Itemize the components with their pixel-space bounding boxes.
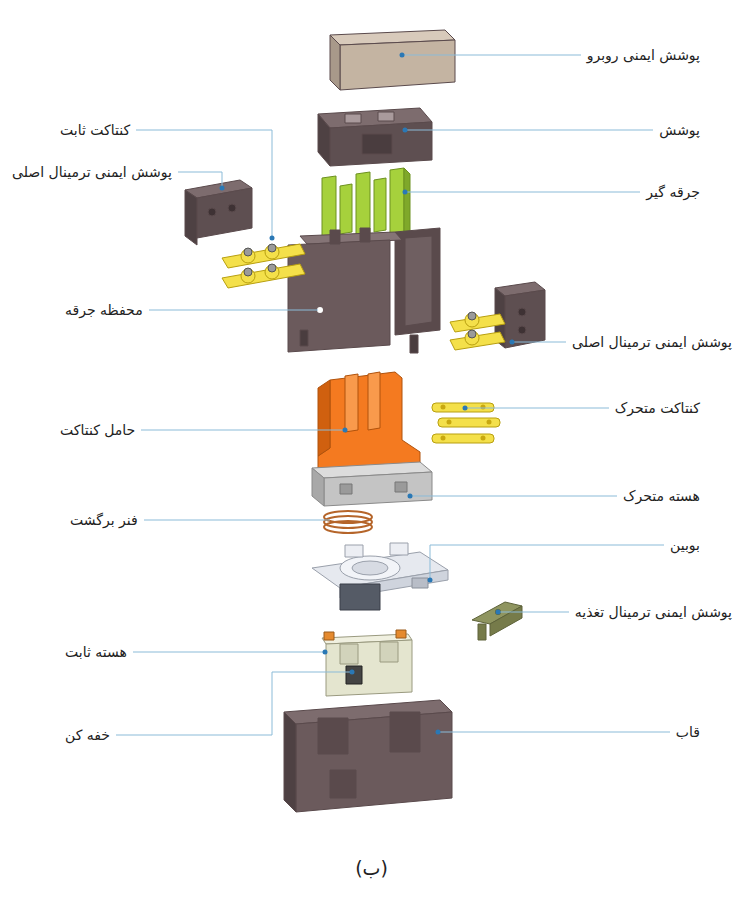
part-label: کنتاکت متحرک bbox=[615, 399, 700, 417]
part-label: پوشش ایمنی ترمینال اصلی bbox=[12, 163, 172, 181]
part-label: هسته ثابت bbox=[65, 643, 127, 661]
part-label: بوبین bbox=[670, 536, 700, 554]
part-label: فنر برگشت bbox=[70, 511, 138, 529]
part-label: کنتاکت ثابت bbox=[60, 121, 130, 139]
part-label: حامل کنتاکت bbox=[60, 421, 135, 439]
part-label: جرقه گیر bbox=[646, 183, 700, 201]
part-label: هسته متحرک bbox=[623, 487, 700, 505]
part-label: قاب bbox=[676, 723, 700, 741]
part-label: خفه کن bbox=[65, 726, 110, 744]
part-label: پوشش ایمنی ترمینال تغذیه bbox=[575, 603, 732, 621]
figure-caption: (ب) bbox=[355, 857, 388, 879]
part-label: پوشش ایمنی روبرو bbox=[587, 46, 700, 64]
part-label: پوشش bbox=[659, 121, 700, 139]
part-label: محفظه جرقه bbox=[65, 301, 143, 319]
part-label: پوشش ایمنی ترمینال اصلی bbox=[572, 333, 732, 351]
